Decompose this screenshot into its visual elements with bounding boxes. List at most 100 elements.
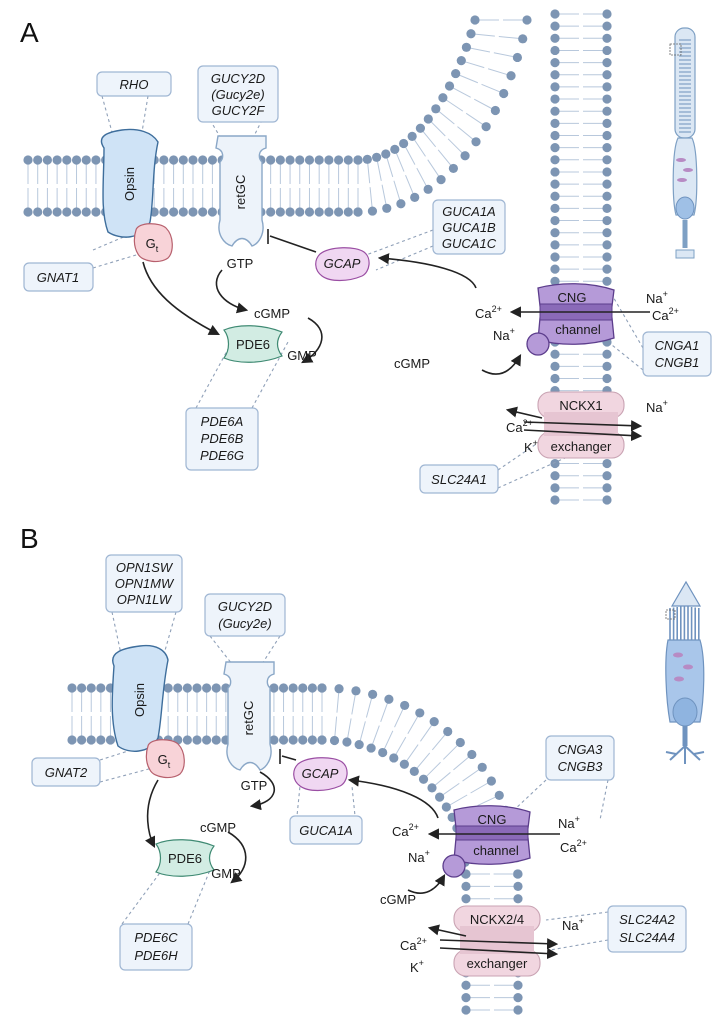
panel-b-cng-channel: CNG channel xyxy=(442,805,531,878)
panel-a-metabolites: GTP cGMP GMP cGMP Ca2+ Na+ Na+ Ca2+ Ca2+… xyxy=(227,256,679,455)
panel-b-gene-box-opsin: OPN1SW OPN1MW OPN1LW xyxy=(105,554,183,613)
panel-b-gcap-label: GCAP xyxy=(302,766,339,781)
svg-text:GNAT1: GNAT1 xyxy=(37,270,79,285)
panel-b-gene-box-pde: PDE6C PDE6H xyxy=(119,923,193,971)
svg-text:GNAT2: GNAT2 xyxy=(45,765,88,780)
panel-b-cng-top: CNG xyxy=(478,812,507,827)
panel-a-na-in: Na+ xyxy=(493,326,515,343)
panel-a-cgmp: cGMP xyxy=(254,306,290,321)
panel-a-exchanger-top: NCKX1 xyxy=(559,398,602,413)
svg-text:CNGB3: CNGB3 xyxy=(558,759,604,774)
svg-text:PDE6B: PDE6B xyxy=(201,431,244,446)
svg-text:OPN1SW: OPN1SW xyxy=(116,560,174,575)
panel-b-gt-label: Gt xyxy=(158,752,171,770)
svg-text:OPN1LW: OPN1LW xyxy=(117,592,173,607)
panel-a-ca-out: Ca2+ xyxy=(475,304,502,321)
svg-text:GUCY2F: GUCY2F xyxy=(212,103,266,118)
panel-a-na-right: Na+ xyxy=(646,289,668,306)
svg-text:(Gucy2e): (Gucy2e) xyxy=(218,616,271,631)
rod-cell-icon xyxy=(669,27,698,259)
svg-text:GUCY2D: GUCY2D xyxy=(211,71,265,86)
panel-b-gene-boxes: OPN1SW OPN1MW OPN1LW GUCY2D (Gucy2e) GNA… xyxy=(31,554,687,971)
svg-text:OPN1MW: OPN1MW xyxy=(115,576,175,591)
svg-text:CNGB1: CNGB1 xyxy=(655,355,700,370)
panel-b-gene-box-cng: CNGA3 CNGB3 xyxy=(545,735,615,781)
svg-text:GUCA1B: GUCA1B xyxy=(442,220,496,235)
panel-b-opsin: Opsin xyxy=(111,644,169,752)
svg-text:GUCA1A: GUCA1A xyxy=(299,823,352,838)
panel-b-gt: Gt xyxy=(145,739,185,779)
panel-b-exch-na: Na+ xyxy=(562,916,584,933)
panel-b-cng-bottom: channel xyxy=(473,843,519,858)
svg-text:SLC24A4: SLC24A4 xyxy=(619,930,675,945)
panel-a-exch-na: Na+ xyxy=(646,398,668,415)
panel-a-exch-ca: Ca2+ xyxy=(506,418,533,435)
panel-b-gene-box-exch: SLC24A2 SLC24A4 xyxy=(607,905,687,953)
panel-a-cng-channel: CNG channel xyxy=(526,283,615,356)
panel-a-arrows xyxy=(142,229,650,442)
panel-b-opsin-label: Opsin xyxy=(132,683,147,717)
panel-a-opsin: Opsin xyxy=(100,128,159,238)
panel-b-exch-k: K+ xyxy=(410,958,424,975)
panel-b-metabolites: GTP cGMP GMP cGMP Ca2+ Na+ Na+ Ca2+ Ca2+… xyxy=(200,778,587,975)
panel-a-cgmp-inflow: cGMP xyxy=(394,356,430,371)
panel-b-ca-out: Ca2+ xyxy=(392,822,419,839)
panel-b: B Opsin xyxy=(20,523,705,1015)
panel-a-ca-right: Ca2+ xyxy=(652,306,679,323)
svg-text:CNGA1: CNGA1 xyxy=(655,338,700,353)
panel-a-pde6-label: PDE6 xyxy=(236,337,270,352)
svg-text:GUCA1C: GUCA1C xyxy=(442,236,497,251)
panel-b-gtp: GTP xyxy=(241,778,268,793)
panel-a-opsin-label: Opsin xyxy=(122,167,137,201)
panel-a-gene-box-gcap: GUCA1A GUCA1B GUCA1C xyxy=(432,199,506,255)
panel-a-exch-k: K+ xyxy=(524,438,538,455)
panel-a-gene-box-pde: PDE6A PDE6B PDE6G xyxy=(185,407,259,471)
panel-a-gene-box-cng: CNGA1 CNGB1 xyxy=(642,331,712,377)
svg-text:RHO: RHO xyxy=(120,77,149,92)
panel-a-gtp: GTP xyxy=(227,256,254,271)
panel-a-cng-top: CNG xyxy=(558,290,587,305)
panel-a-gene-box-opsin: RHO xyxy=(96,71,172,97)
svg-text:PDE6G: PDE6G xyxy=(200,448,244,463)
panel-a-gt-label: Gt xyxy=(146,236,159,254)
svg-text:PDE6H: PDE6H xyxy=(134,948,178,963)
panel-a-gene-box-gc: GUCY2D (Gucy2e) GUCY2F xyxy=(197,65,279,123)
panel-b-na-right: Na+ xyxy=(558,814,580,831)
panel-b-gene-box-gc: GUCY2D (Gucy2e) xyxy=(204,593,286,637)
svg-text:(Gucy2e): (Gucy2e) xyxy=(211,87,264,102)
svg-text:GUCY2D: GUCY2D xyxy=(218,599,272,614)
panel-b-gmp: GMP xyxy=(211,866,241,881)
svg-text:SLC24A1: SLC24A1 xyxy=(431,472,487,487)
panel-b-letter: B xyxy=(20,523,39,554)
panel-a-gene-boxes: RHO GUCY2D (Gucy2e) GUCY2F GNAT1 GUCA1A … xyxy=(23,65,712,494)
cone-cell-icon xyxy=(665,580,705,764)
panel-a-gene-box-exch: SLC24A1 xyxy=(419,464,499,494)
svg-text:PDE6C: PDE6C xyxy=(134,930,178,945)
panel-b-cgmp: cGMP xyxy=(200,820,236,835)
svg-text:PDE6A: PDE6A xyxy=(201,414,244,429)
panel-b-retgc-label: retGC xyxy=(241,701,256,736)
panel-b-pde6-label: PDE6 xyxy=(168,851,202,866)
panel-a-retgc-label: retGC xyxy=(233,175,248,210)
panel-b-exchanger-top: NCKX2/4 xyxy=(470,912,524,927)
panel-a-gt: Gt xyxy=(133,223,173,263)
panel-a-gcap-label: GCAP xyxy=(324,256,361,271)
svg-text:CNGA3: CNGA3 xyxy=(558,742,604,757)
panel-b-ca-right: Ca2+ xyxy=(560,838,587,855)
panel-a-gmp: GMP xyxy=(287,348,317,363)
panel-b-gene-box-gcap: GUCA1A xyxy=(289,815,363,845)
panel-b-retgc: retGC xyxy=(223,661,275,771)
svg-text:SLC24A2: SLC24A2 xyxy=(619,912,675,927)
panel-a-exchanger-bottom: exchanger xyxy=(551,439,612,454)
panel-a-retgc: retGC xyxy=(215,135,267,247)
panel-b-gcap: GCAP xyxy=(293,757,348,792)
panel-a-cng-bottom: channel xyxy=(555,322,601,337)
panel-b-na-in: Na+ xyxy=(408,848,430,865)
panel-a-pde6: PDE6 xyxy=(223,325,283,363)
panel-b-exchanger-bottom: exchanger xyxy=(467,956,528,971)
panel-b-cgmp-inflow: cGMP xyxy=(380,892,416,907)
panel-a: A Opsin xyxy=(20,9,712,505)
svg-text:GUCA1A: GUCA1A xyxy=(442,204,495,219)
panel-a-letter: A xyxy=(20,17,39,48)
